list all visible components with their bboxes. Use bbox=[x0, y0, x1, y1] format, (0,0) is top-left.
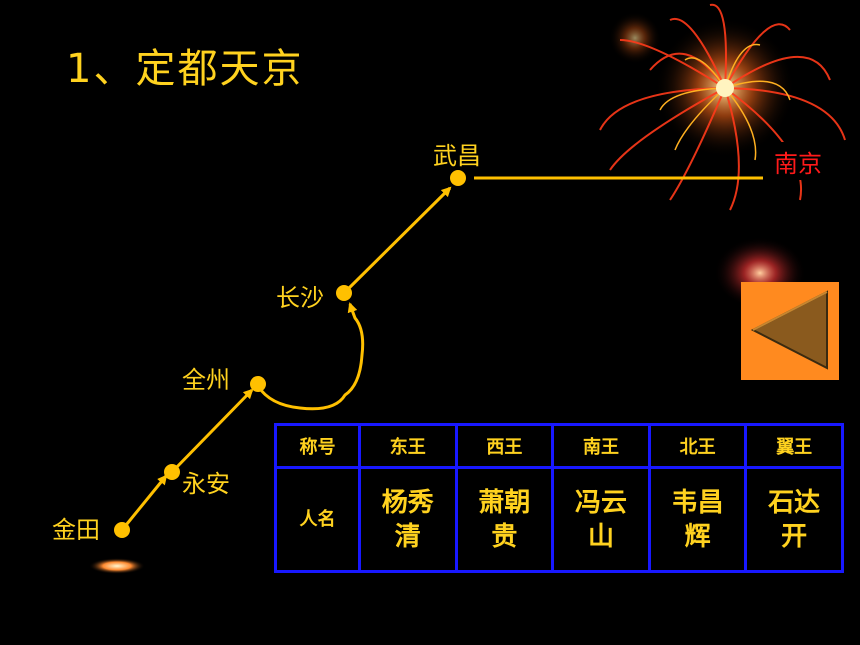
king-title-west: 西王 bbox=[454, 423, 555, 469]
city-label-wuchang: 武昌 bbox=[433, 142, 481, 170]
city-dot-quanzhou bbox=[250, 376, 266, 392]
table-row-names: 人名 杨秀清 萧朝贵 冯云山 韦昌辉 石达开 bbox=[274, 466, 844, 573]
route-jintian-yongan bbox=[120, 474, 168, 531]
king-name-north: 韦昌辉 bbox=[647, 466, 748, 573]
title-row-label: 称号 bbox=[274, 423, 361, 469]
city-dot-wuchang bbox=[450, 170, 466, 186]
route-changsha-wuchang bbox=[342, 186, 452, 295]
city-dot-changsha bbox=[336, 285, 352, 301]
king-name-text: 杨秀清 bbox=[381, 487, 434, 552]
king-name-text: 冯云山 bbox=[574, 487, 627, 552]
city-dot-jintian bbox=[114, 522, 130, 538]
firework-decoration bbox=[599, 3, 846, 211]
city-dot-yongan bbox=[164, 464, 180, 480]
city-label-changsha: 长沙 bbox=[276, 284, 324, 312]
city-label-nanjing: 南京 bbox=[763, 142, 833, 180]
triangle-left-icon bbox=[750, 290, 828, 370]
king-name-text: 韦昌辉 bbox=[671, 487, 724, 552]
city-label-yongan: 永安 bbox=[182, 470, 230, 498]
king-title-east: 东王 bbox=[358, 423, 458, 469]
page-title: 1、定都天京 bbox=[66, 46, 304, 92]
king-name-text: 萧朝贵 bbox=[478, 487, 531, 552]
route-quanzhou-changsha bbox=[256, 302, 365, 411]
name-row-label: 人名 bbox=[274, 466, 361, 573]
king-name-south: 冯云山 bbox=[551, 466, 651, 573]
king-title-north: 北王 bbox=[647, 423, 748, 469]
king-title-south: 南王 bbox=[551, 423, 651, 469]
kings-table: 称号 东王 西王 南王 北王 翼王 人名 杨秀清 萧朝贵 冯云山 韦昌辉 石达开 bbox=[274, 423, 844, 573]
jintian-fire-decoration bbox=[89, 558, 145, 574]
city-label-quanzhou: 全州 bbox=[182, 366, 230, 394]
king-name-text: 石达开 bbox=[768, 487, 821, 552]
king-name-yi: 石达开 bbox=[744, 466, 844, 573]
back-button[interactable] bbox=[741, 282, 839, 380]
route-yongan-quanzhou bbox=[170, 388, 254, 474]
king-title-yi: 翼王 bbox=[744, 423, 844, 469]
king-name-west: 萧朝贵 bbox=[454, 466, 555, 573]
table-row-titles: 称号 东王 西王 南王 北王 翼王 bbox=[274, 423, 844, 469]
city-label-jintian: 金田 bbox=[52, 516, 100, 544]
king-name-east: 杨秀清 bbox=[358, 466, 458, 573]
